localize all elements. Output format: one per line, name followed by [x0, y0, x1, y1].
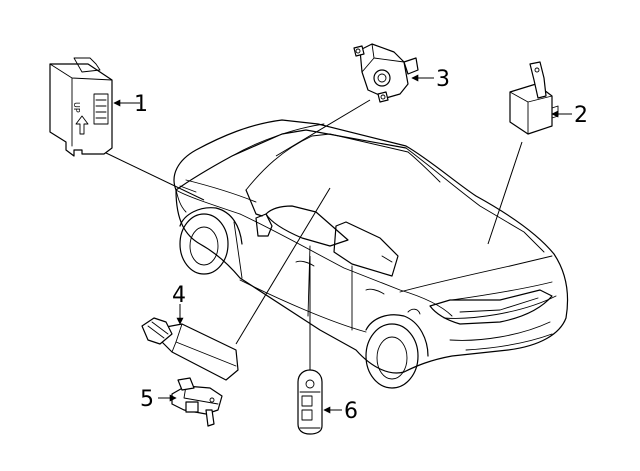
part-3-sensor[interactable]: [353, 43, 419, 103]
leader-line-4: [235, 187, 331, 345]
module-up-marking: UP: [72, 102, 81, 113]
callout-6: 6: [344, 399, 358, 424]
part-6-key-fob[interactable]: [297, 369, 323, 435]
leader-line-1: [103, 151, 205, 201]
leader-lines: [103, 99, 523, 370]
leader-line-2: [487, 141, 523, 245]
part-5-bracket[interactable]: [171, 377, 223, 427]
callout-2: 2: [574, 103, 588, 128]
callout-3: 3: [436, 67, 450, 92]
part-2-relay[interactable]: [509, 61, 559, 135]
callout-5: 5: [140, 387, 154, 412]
callout-4: 4: [172, 283, 186, 308]
sedan-vehicle: [173, 119, 569, 389]
leader-line-3: [275, 99, 371, 157]
part-1-control-module[interactable]: UP: [49, 57, 113, 157]
part-4-antenna[interactable]: [141, 317, 239, 381]
callout-1: 1: [134, 92, 148, 117]
